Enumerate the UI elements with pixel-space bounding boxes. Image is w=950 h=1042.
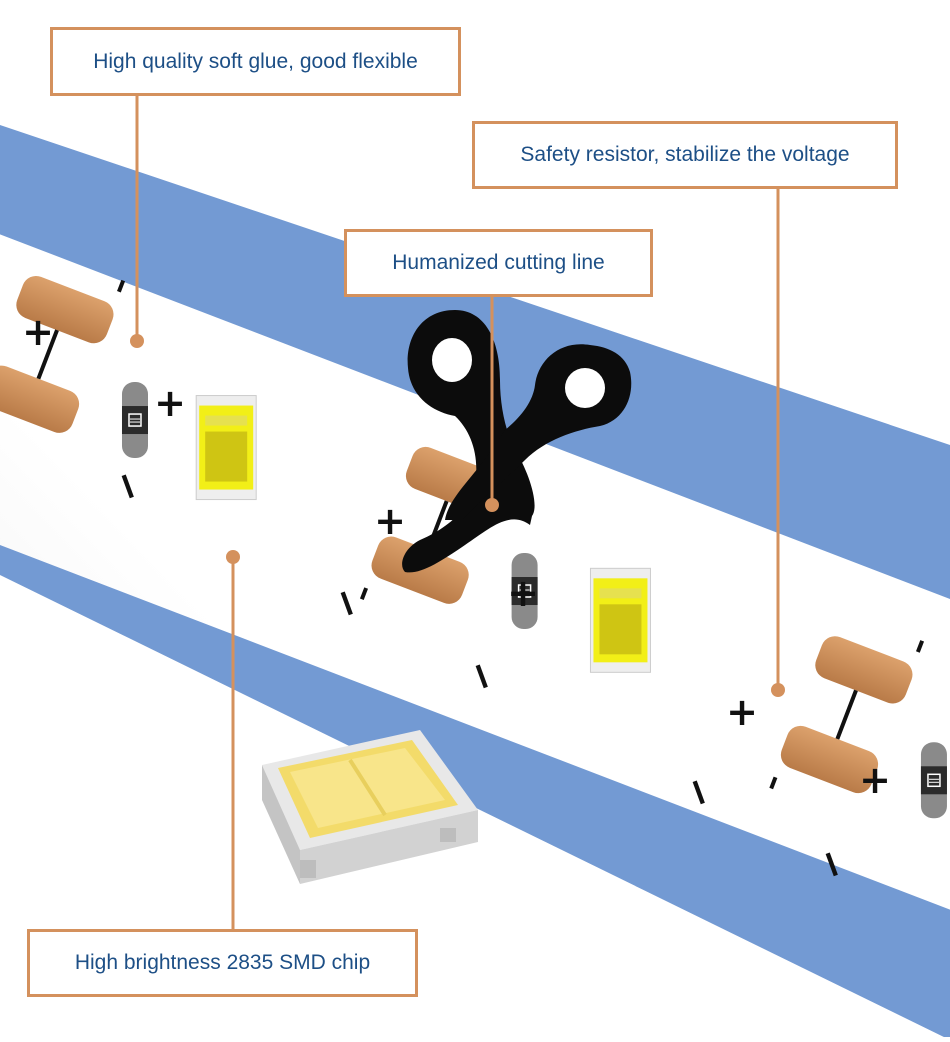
callout-soft-glue: High quality soft glue, good flexible — [50, 27, 461, 96]
callout-smd-chip: High brightness 2835 SMD chip — [27, 929, 418, 997]
plus-mark: + — [726, 690, 758, 734]
led-strip — [0, 201, 950, 938]
smd-chip-icon — [262, 730, 478, 884]
callout-safety-resistor: Safety resistor, stabilize the voltage — [472, 121, 898, 189]
plus-mark: + — [507, 571, 539, 615]
plus-mark: + — [22, 310, 54, 354]
plus-mark: + — [154, 381, 186, 425]
callout-cutting-line: Humanized cutting line — [344, 229, 653, 297]
leader-lines — [130, 94, 785, 932]
plus-mark: + — [859, 758, 891, 802]
plus-mark: + — [374, 499, 406, 543]
